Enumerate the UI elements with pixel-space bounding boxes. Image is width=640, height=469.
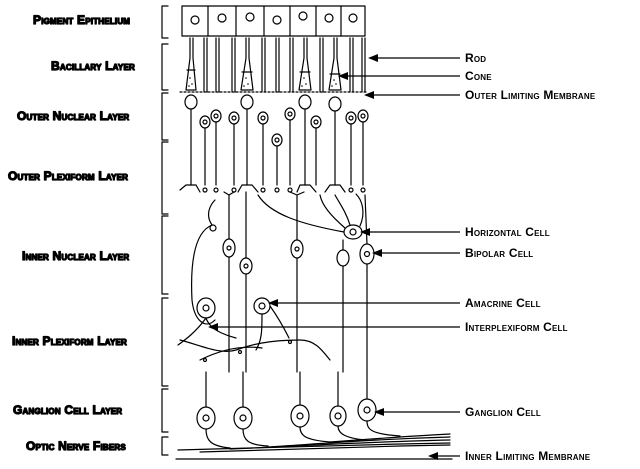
outer-nuclear-layer-cells	[179, 94, 369, 193]
layer-brackets	[161, 5, 169, 456]
bipolar-cells-drawing	[191, 191, 375, 373]
layer-label-outer-nuclear: Outer Nuclear Layer	[17, 109, 129, 123]
pigment-epithelium-cells	[181, 5, 366, 37]
amacrine-cells-drawing	[177, 297, 331, 363]
layer-label-ganglion-cell: Ganglion Cell Layer	[13, 403, 122, 417]
horizontal-cell-drawing	[257, 193, 364, 240]
layer-label-inner-nuclear: Inner Nuclear Layer	[22, 249, 129, 263]
cell-label-inner-limiting-membrane: Inner Limiting Membrane	[465, 449, 591, 463]
cone-stippling	[188, 77, 337, 87]
layer-label-bacillary: Bacillary Layer	[51, 59, 135, 73]
cell-label-horizontal-cell: Horizontal Cell	[465, 225, 550, 239]
right-label-arrows	[212, 57, 460, 457]
layer-label-pigment-epithelium: Pigment Epithelium	[33, 13, 130, 27]
cell-label-interplexiform-cell: Interplexiform Cell	[465, 320, 568, 334]
cell-label-rod: Rod	[465, 51, 486, 65]
layer-label-inner-plexiform: Inner Plexiform Layer	[12, 334, 127, 348]
cell-label-amacrine-cell: Amacrine Cell	[465, 296, 541, 310]
optic-nerve-fibers-drawing	[175, 433, 453, 460]
ganglion-cells-drawing	[196, 371, 401, 449]
cell-label-outer-limiting-membrane: Outer Limiting Membrane	[465, 88, 596, 102]
photoreceptor-segments	[185, 37, 366, 93]
arrowheads	[208, 54, 438, 460]
cell-label-ganglion-cell: Ganglion Cell	[465, 405, 541, 419]
cell-label-cone: Cone	[465, 69, 492, 83]
layer-label-optic-nerve-fibers: Optic Nerve Fibers	[26, 439, 126, 453]
cell-label-bipolar-cell: Bipolar Cell	[465, 246, 533, 260]
layer-label-outer-plexiform: Outer Plexiform Layer	[8, 169, 128, 183]
